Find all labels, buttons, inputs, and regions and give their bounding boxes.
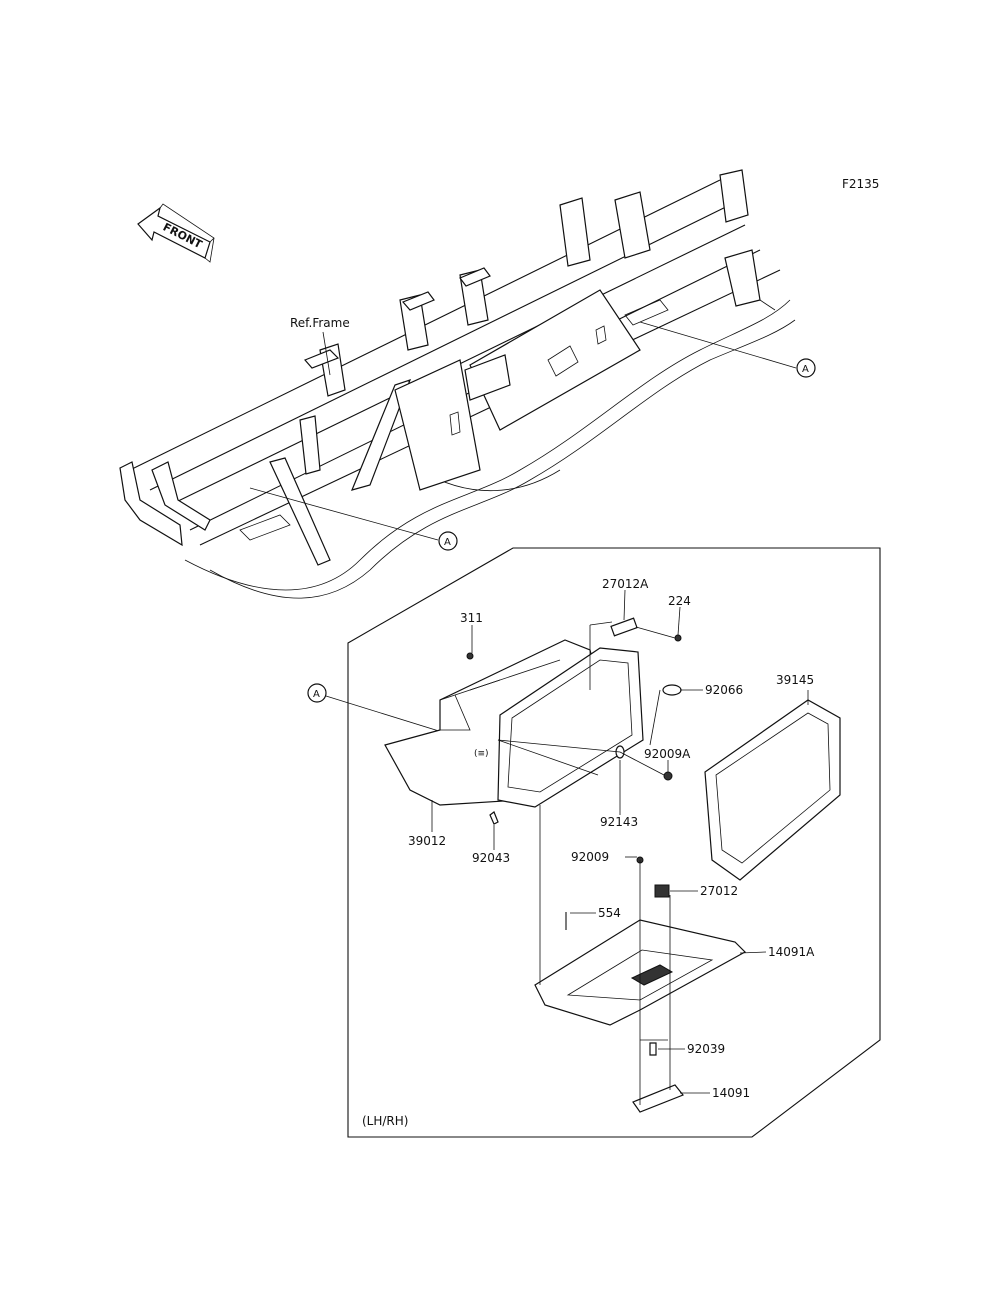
callout-92143: 92143: [600, 815, 638, 829]
screw-92039: [649, 1042, 657, 1056]
ref-marker-a-box: A: [307, 683, 485, 746]
svg-text:A: A: [444, 537, 451, 548]
lid-frame: [497, 647, 644, 808]
leader-lines: [431, 589, 809, 1094]
seal-gasket: [704, 699, 841, 881]
screw-224: [674, 634, 682, 642]
screw-311: [466, 652, 474, 660]
clip-27012: [654, 884, 670, 898]
svg-text:(≡): (≡): [474, 749, 489, 759]
callout-554: 554: [598, 906, 621, 920]
ref-marker-a-right: A: [639, 321, 816, 378]
frame-ref-label: Ref.Frame: [290, 316, 350, 330]
detail-box: [347, 547, 881, 1138]
callout-92009: 92009: [571, 850, 609, 864]
latch-handle: [632, 1084, 684, 1113]
callout-14091: 14091: [712, 1086, 750, 1100]
vehicle-frame: Ref.Frame: [119, 169, 796, 599]
clip-27012a: [610, 617, 638, 637]
callout-92039: 92039: [687, 1042, 725, 1056]
callout-92066: 92066: [705, 683, 743, 697]
callout-27012a: 27012A: [602, 577, 649, 591]
callout-39012: 39012: [408, 834, 446, 848]
svg-text:A: A: [313, 689, 320, 700]
svg-text:A: A: [802, 364, 809, 375]
callout-92043: 92043: [472, 851, 510, 865]
callout-39145: 39145: [776, 673, 814, 687]
callout-311: 311: [460, 611, 483, 625]
glove-box-body: (≡): [384, 639, 601, 806]
callout-224: 224: [668, 594, 691, 608]
side-note: (LH/RH): [362, 1114, 408, 1128]
screw-92009a: [663, 771, 673, 781]
callout-92009a: 92009A: [644, 747, 691, 761]
figure-code: F2135: [842, 177, 879, 191]
callout-labels: 27012A 224 311 92066 39145 92009A 92143 …: [408, 577, 815, 1100]
ref-marker-a-lower: A: [249, 487, 458, 551]
front-arrow-icon: FRONT: [137, 203, 215, 263]
assembly-lines: [497, 621, 676, 1105]
cap-92066: [662, 684, 682, 696]
callout-14091a: 14091A: [768, 945, 815, 959]
callout-27012: 27012: [700, 884, 738, 898]
pin-92043: [489, 811, 499, 825]
